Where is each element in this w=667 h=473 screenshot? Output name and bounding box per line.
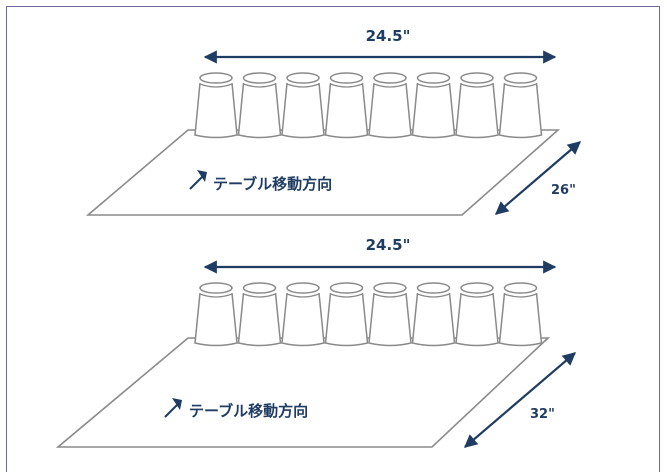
cup [498, 72, 543, 139]
cup [455, 72, 499, 139]
direction-arrow-icon-2 [164, 403, 179, 418]
direction-arrowhead-1 [197, 170, 207, 182]
depth-arrow-2 [463, 352, 577, 448]
cup [194, 72, 238, 139]
table-2 [55, 337, 551, 448]
cup [411, 72, 456, 139]
cup [237, 282, 282, 347]
direction-arrow-icon-1 [189, 175, 204, 190]
direction-label-2: テーブル移動方向 [189, 402, 308, 420]
cup [455, 282, 499, 347]
cup [368, 72, 412, 139]
cup [411, 282, 456, 347]
depth-label-2: 32" [530, 407, 555, 422]
cup [237, 72, 282, 139]
depth-arrow-1 [494, 141, 582, 215]
cup [368, 282, 412, 347]
cup [498, 282, 543, 347]
width-label-1: 24.5" [366, 27, 411, 45]
diagram-frame [6, 6, 660, 472]
cup [324, 282, 369, 347]
table-1 [85, 129, 561, 216]
diagram-2: 24.5" 32" テーブル移動方向 [55, 236, 577, 448]
direction-label-1: テーブル移動方向 [213, 175, 332, 193]
depth-label-1: 26" [551, 183, 576, 198]
cup [194, 282, 238, 347]
diagram-1: 24.5" 26" テーブル移動方向 [85, 27, 582, 216]
width-label-2: 24.5" [366, 236, 411, 254]
cup [324, 72, 369, 139]
cup [281, 72, 325, 139]
cup [281, 282, 325, 347]
direction-arrowhead-2 [172, 398, 182, 410]
cup-row-2 [194, 282, 543, 347]
cup-row-1 [194, 72, 543, 139]
